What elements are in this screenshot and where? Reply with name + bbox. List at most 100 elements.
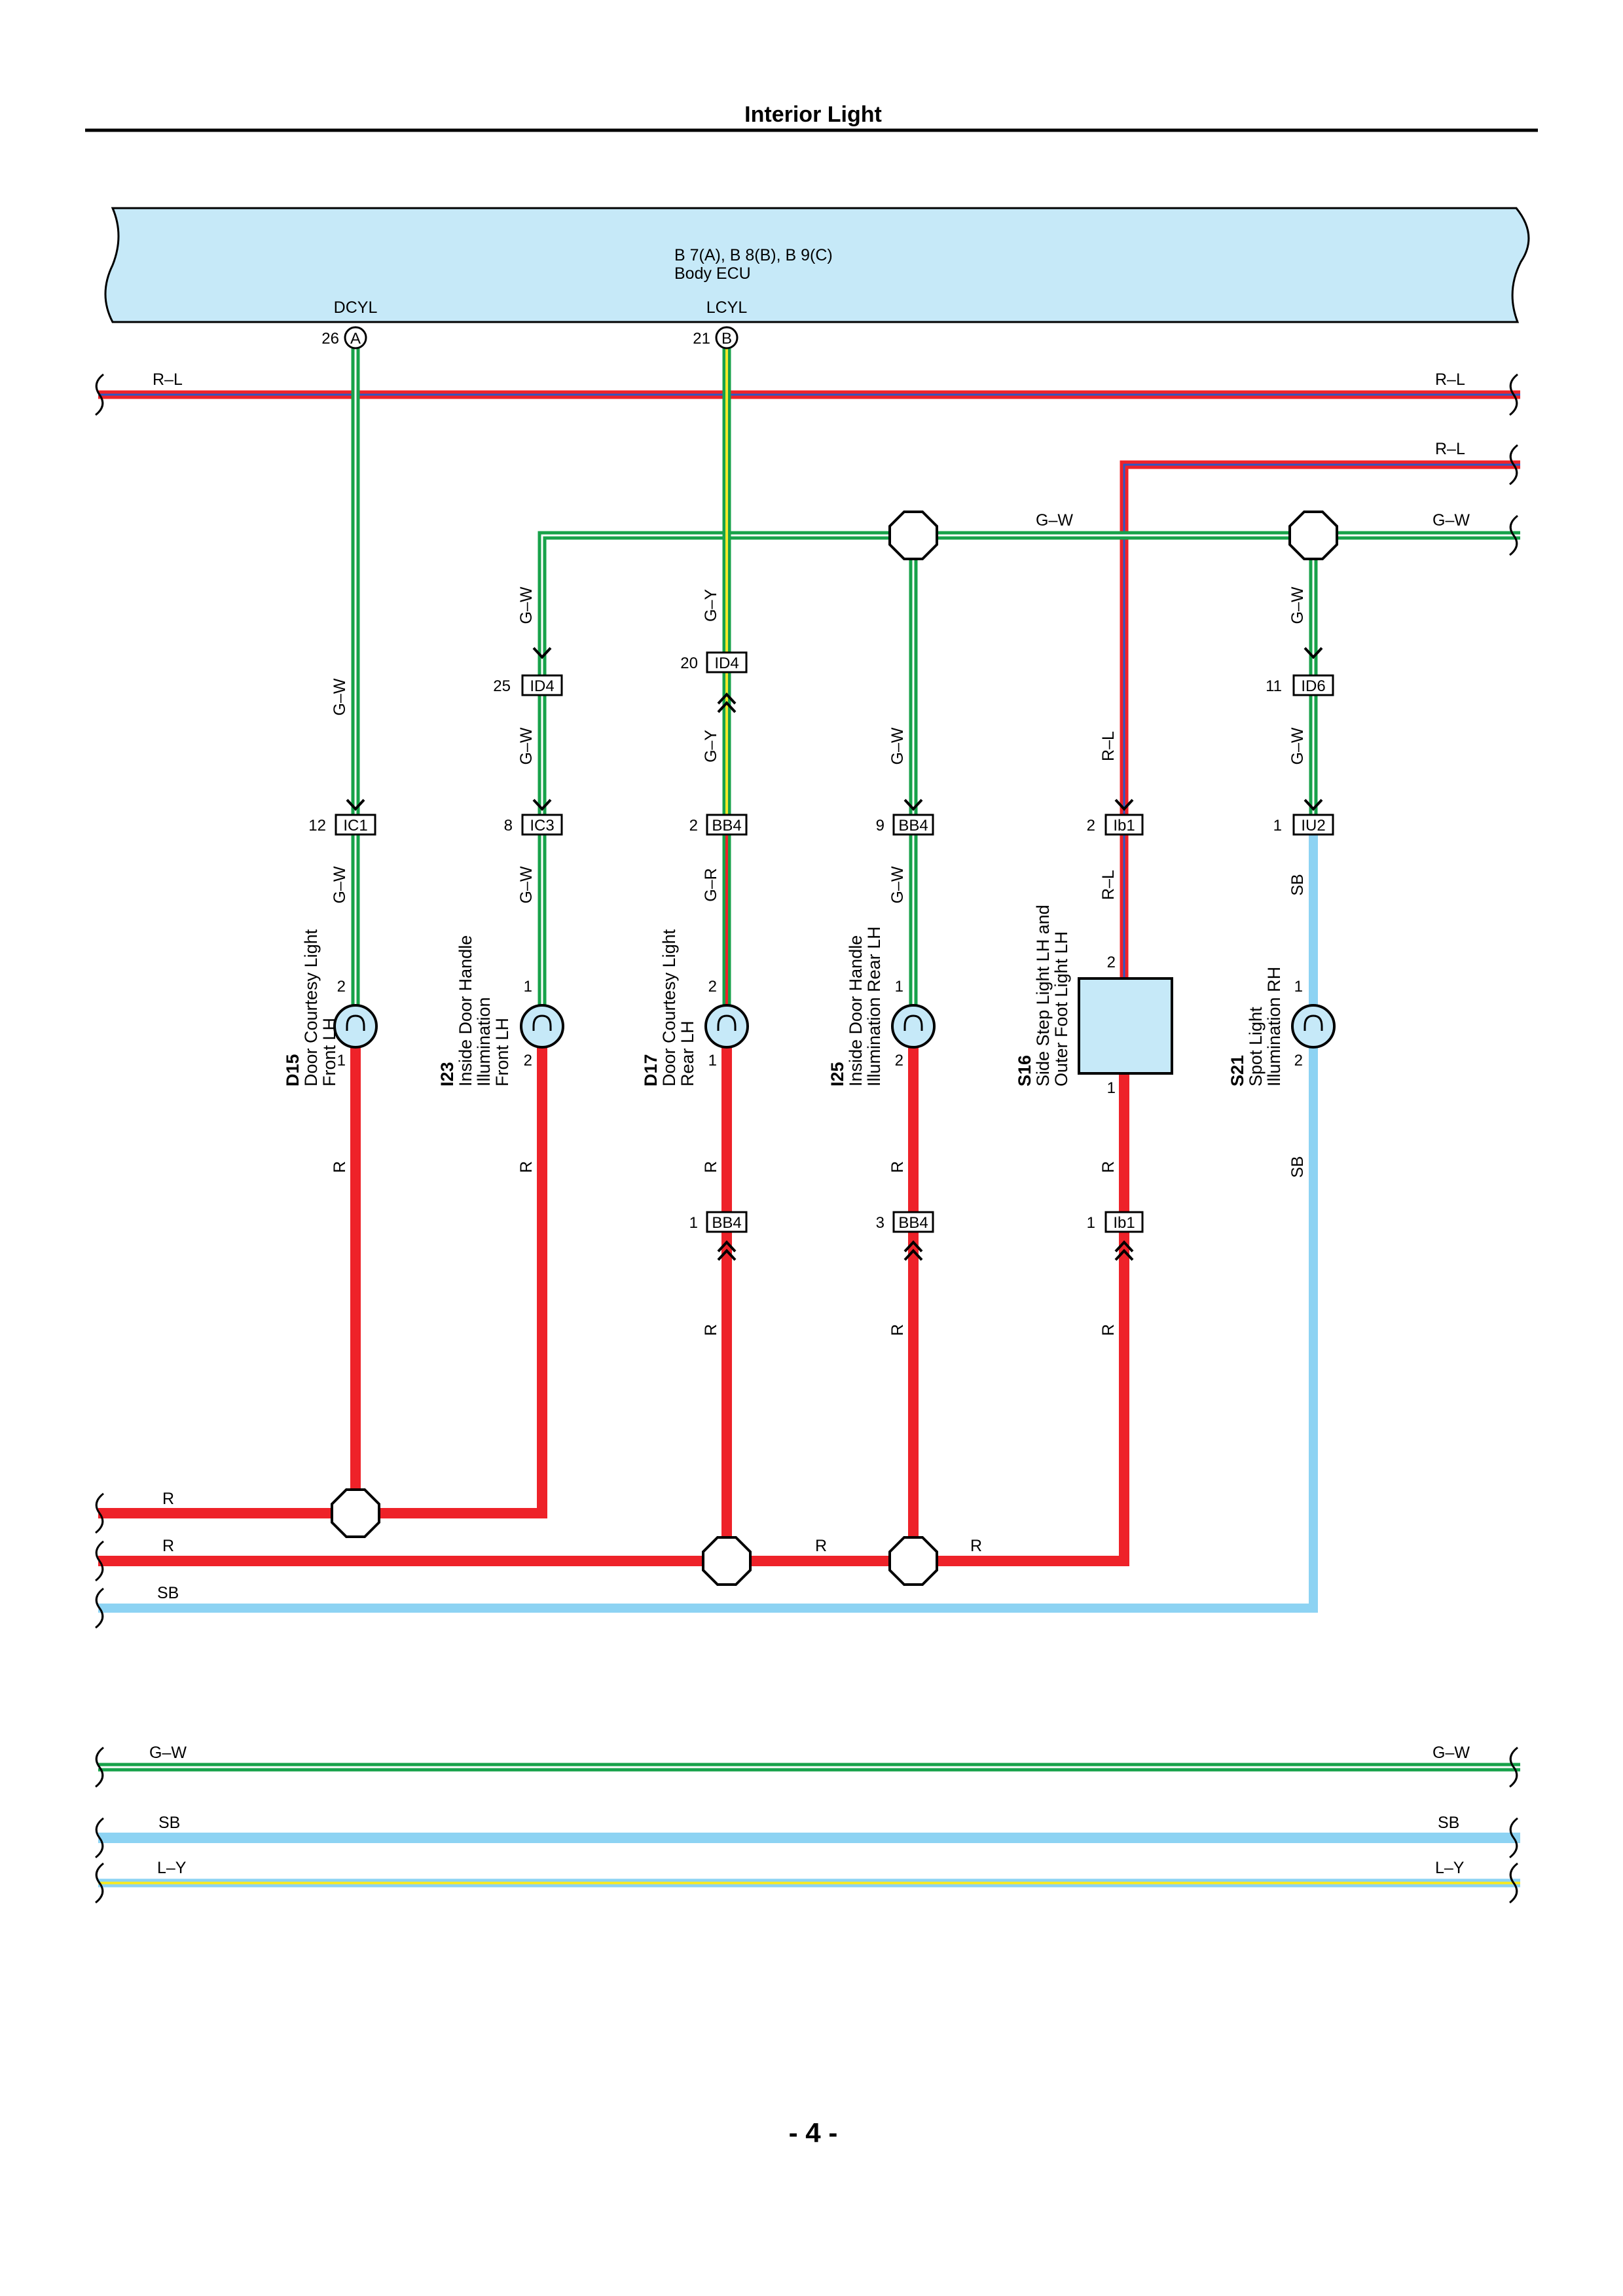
connector-name: Ib1 bbox=[1113, 1214, 1135, 1232]
connector-name: Ib1 bbox=[1113, 817, 1135, 834]
connector-pin: 2 bbox=[689, 817, 698, 834]
bus-label-rl-top-left: R–L bbox=[153, 370, 183, 389]
component-code: I25 bbox=[828, 1062, 847, 1086]
bus-label-r-bottom-2b: R bbox=[815, 1537, 827, 1555]
ecu-terminal-dcyl: DCYL bbox=[334, 298, 378, 317]
ecu-terminal-b-pin: 21 bbox=[693, 330, 710, 348]
component-label-s21: S21 Spot Light Illumination RH bbox=[1228, 967, 1284, 1086]
component-name-line: Illumination bbox=[474, 997, 494, 1086]
wire-label: G–W bbox=[331, 678, 349, 715]
wire-col6-sb bbox=[98, 834, 1318, 1613]
bus-break-marks bbox=[95, 373, 1518, 1904]
component-label-i23: I23 Inside Door Handle Illumination Fron… bbox=[437, 935, 512, 1086]
wire-label: SB bbox=[1288, 874, 1307, 895]
connector-name: BB4 bbox=[898, 817, 928, 834]
lamp-i25-pin-top: 1 bbox=[895, 978, 903, 996]
bus-label-gw-lower-right: G–W bbox=[1432, 1744, 1470, 1762]
ecu-terminal-b-letter: B bbox=[721, 330, 732, 348]
lamp-s21: 1 2 bbox=[1291, 978, 1336, 1069]
connector-pin: 3 bbox=[876, 1214, 884, 1232]
lamp-i23: 1 2 bbox=[520, 978, 564, 1069]
junction-points bbox=[331, 511, 1338, 1586]
connector-name: IU2 bbox=[1301, 817, 1325, 834]
light-box-s16: 2 1 bbox=[1078, 954, 1173, 1097]
wire-label: R–L bbox=[1099, 870, 1118, 900]
bus-gw-top bbox=[538, 531, 1520, 668]
wire-label: G–R bbox=[702, 868, 720, 901]
component-code: D17 bbox=[641, 1054, 661, 1086]
connector-pin: 2 bbox=[1087, 817, 1095, 834]
connector-bb4-col4-lower: BB4 3 bbox=[876, 1211, 934, 1233]
light-box-s16-pin-bottom: 1 bbox=[1107, 1079, 1116, 1097]
wire-label: R bbox=[702, 1161, 720, 1173]
component-name-line: Side Step Light LH and bbox=[1033, 905, 1053, 1086]
wire-label: G–W bbox=[888, 866, 907, 903]
lamp-s21-pin-top: 1 bbox=[1294, 978, 1303, 996]
component-code: S21 bbox=[1228, 1055, 1247, 1086]
wire-label: G–W bbox=[1288, 586, 1307, 624]
wire-label: R–L bbox=[1099, 731, 1118, 761]
bus-label-r-bottom-2: R bbox=[162, 1537, 174, 1555]
component-code: I23 bbox=[437, 1062, 457, 1086]
lamp-d17-pin-bottom: 1 bbox=[708, 1052, 717, 1069]
connector-pin: 1 bbox=[1087, 1214, 1095, 1232]
wire-label: G–Y bbox=[702, 589, 720, 622]
wire-label: G–W bbox=[331, 866, 349, 903]
body-ecu-box bbox=[104, 207, 1530, 323]
component-name-line: Inside Door Handle bbox=[456, 935, 475, 1086]
bus-label-r-bottom-1: R bbox=[162, 1490, 174, 1508]
wire-label: R bbox=[331, 1161, 349, 1173]
connector-pin: 1 bbox=[689, 1214, 698, 1232]
bus-label-gw-right: G–W bbox=[1432, 511, 1470, 529]
component-name-line: Front LH bbox=[492, 1018, 512, 1086]
wire-label: G–W bbox=[517, 727, 536, 764]
bus-label-ly-lower-left: L–Y bbox=[157, 1859, 187, 1877]
ecu-terminal-a-pin: 26 bbox=[321, 330, 339, 348]
bus-label-gw-lower-left: G–W bbox=[149, 1744, 187, 1762]
connector-bb4-col4: BB4 9 bbox=[876, 814, 934, 836]
connector-id4-col3: ID4 20 bbox=[680, 651, 748, 673]
connector-name: BB4 bbox=[712, 817, 741, 834]
component-name-line: Outer Foot Light LH bbox=[1051, 931, 1071, 1086]
connector-ic1: IC1 12 bbox=[308, 814, 376, 836]
wire-label: R bbox=[702, 1324, 720, 1336]
component-name-line: Illumination RH bbox=[1264, 967, 1284, 1086]
component-name-line: Door Courtesy Light bbox=[659, 929, 679, 1086]
lamp-i25-pin-bottom: 2 bbox=[895, 1052, 903, 1069]
connector-name: IC3 bbox=[530, 817, 554, 834]
bus-label-rl-top-right: R–L bbox=[1435, 370, 1465, 389]
component-label-i25: I25 Inside Door Handle Illumination Rear… bbox=[828, 926, 884, 1086]
connector-pin: 9 bbox=[876, 817, 884, 834]
component-name-line: Rear LH bbox=[678, 1020, 697, 1086]
connector-name: BB4 bbox=[712, 1214, 741, 1232]
wire-label: R bbox=[888, 1324, 907, 1336]
bus-label-ly-lower-right: L–Y bbox=[1435, 1859, 1465, 1877]
connector-ic3: IC3 8 bbox=[504, 814, 563, 836]
light-box-s16-pin-top: 2 bbox=[1107, 954, 1116, 971]
wire-label: R bbox=[888, 1161, 907, 1173]
ecu-terminal-b: B 21 bbox=[693, 326, 739, 350]
connector-pin: 1 bbox=[1273, 817, 1282, 834]
connector-name: IC1 bbox=[343, 817, 367, 834]
connector-name: ID4 bbox=[530, 677, 554, 695]
connector-ib1-col5: Ib1 2 bbox=[1087, 814, 1144, 836]
connector-name: ID4 bbox=[714, 655, 739, 672]
lamp-s21-pin-bottom: 2 bbox=[1294, 1052, 1303, 1069]
bus-label-r-bottom-2c: R bbox=[970, 1537, 982, 1555]
component-name-line: Door Courtesy Light bbox=[301, 929, 321, 1086]
wire-label: R bbox=[1099, 1161, 1118, 1173]
connector-id4-col2: ID4 25 bbox=[493, 674, 563, 696]
bus-label-sb-bottom: SB bbox=[157, 1584, 179, 1602]
wire-label: G–W bbox=[517, 586, 536, 624]
connector-pin: 20 bbox=[680, 655, 698, 672]
wire-label: R bbox=[517, 1161, 536, 1173]
lamp-d15-pin-top: 2 bbox=[337, 978, 346, 996]
wire-label: G–W bbox=[1288, 727, 1307, 764]
connector-bb4-col3-lower: BB4 1 bbox=[689, 1211, 748, 1233]
component-name-line: Front LH bbox=[319, 1018, 339, 1086]
wire-col5-r bbox=[727, 1073, 1129, 1566]
lamp-d17-pin-top: 2 bbox=[708, 978, 717, 996]
component-code: D15 bbox=[283, 1054, 302, 1086]
ecu-name: Body ECU bbox=[674, 264, 751, 283]
